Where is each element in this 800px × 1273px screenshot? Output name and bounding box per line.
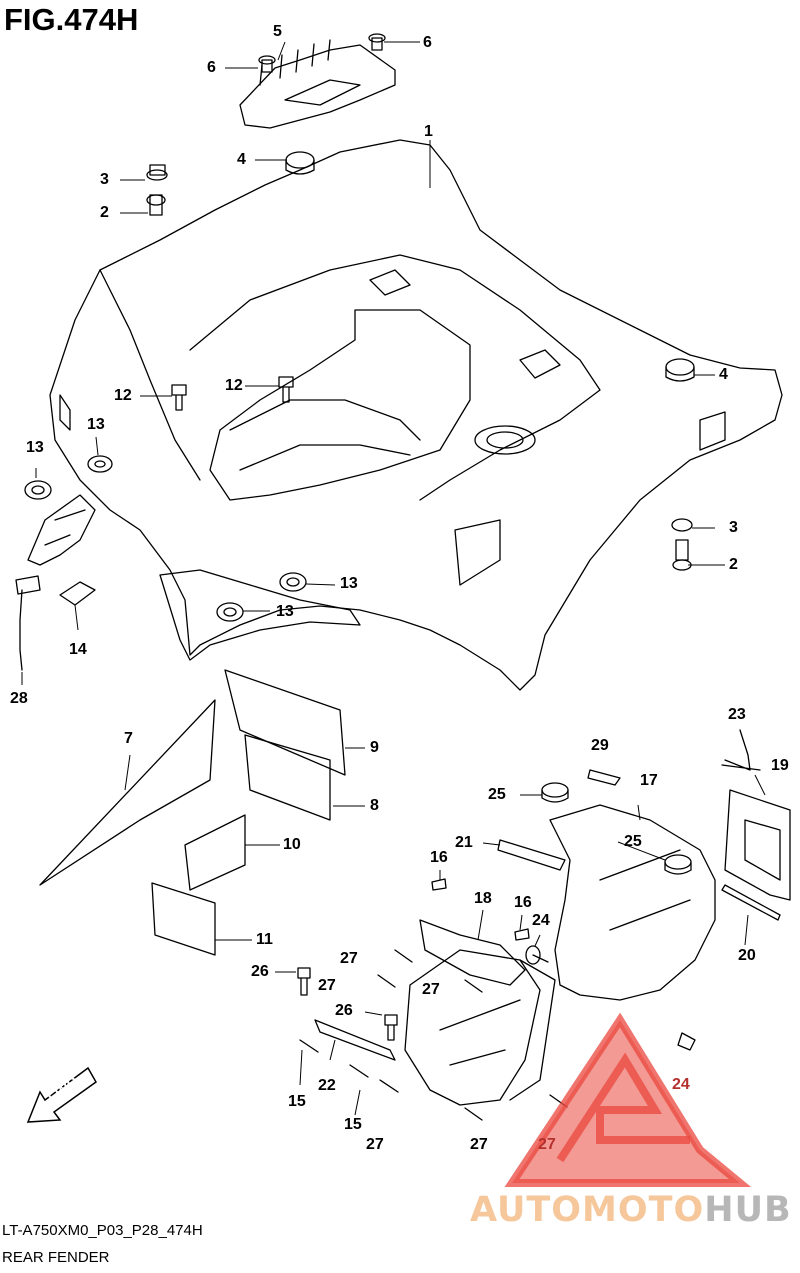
watermark-part1: AUTOMOTO [470,1190,705,1230]
callout-29: 29 [591,737,609,754]
callout-25: 25 [488,786,506,803]
callout-12: 12 [225,377,243,394]
callout-12: 12 [114,387,132,404]
callout-11: 11 [256,931,273,948]
callout-27: 27 [340,950,358,967]
callout-7: 7 [124,730,133,747]
callout-6: 6 [207,59,216,76]
fwd-arrow [26,1066,97,1123]
callout-27: 27 [470,1136,488,1153]
callout-2: 2 [100,204,109,221]
callout-8: 8 [370,797,379,814]
callout-13: 13 [276,603,294,620]
callout-27: 27 [366,1136,384,1153]
callout-6: 6 [423,34,432,51]
callout-20: 20 [738,947,756,964]
bracket-part [239,44,396,129]
watermark-part2: HUB [704,1190,792,1230]
callout-10: 10 [283,836,301,853]
callout-14: 14 [69,641,87,658]
callout-15: 15 [288,1093,306,1110]
callout-26: 26 [251,963,269,980]
callout-27: 27 [538,1136,556,1153]
rear-fender-body [49,139,783,691]
callout-4: 4 [237,151,246,168]
callout-24: 24 [532,912,550,929]
callout-17: 17 [640,772,658,789]
figure-title: FIG.474H [4,2,139,37]
callout-15: 15 [344,1116,362,1133]
callout-23: 23 [728,706,746,723]
callout-25: 25 [624,833,642,850]
callout-16: 16 [514,894,532,911]
callout-1: 1 [424,123,433,140]
callout-27: 27 [318,977,336,994]
callout-3: 3 [729,519,738,536]
figure-code: LT-A750XM0_P03_P28_474H [2,1222,203,1239]
callout-18: 18 [474,890,492,907]
callout-3: 3 [100,171,109,188]
callout-27: 27 [422,981,440,998]
callout-13: 13 [87,416,105,433]
callout-19: 19 [771,757,789,774]
callout-13: 13 [340,575,358,592]
callout-21: 21 [455,834,473,851]
callout-16: 16 [430,849,448,866]
callout-4: 4 [719,366,728,383]
watermark-text: AUTOMOTOHUB [470,1190,792,1230]
callout-22: 22 [318,1077,336,1094]
callout-9: 9 [370,739,379,756]
callout-28: 28 [10,690,28,707]
callout-5: 5 [273,23,282,40]
watermark-logo [504,1012,752,1187]
callout-2: 2 [729,556,738,573]
callout-13: 13 [26,439,44,456]
callout-26: 26 [335,1002,353,1019]
figure-name: REAR FENDER [2,1249,110,1266]
callout-24: 24 [672,1076,690,1093]
